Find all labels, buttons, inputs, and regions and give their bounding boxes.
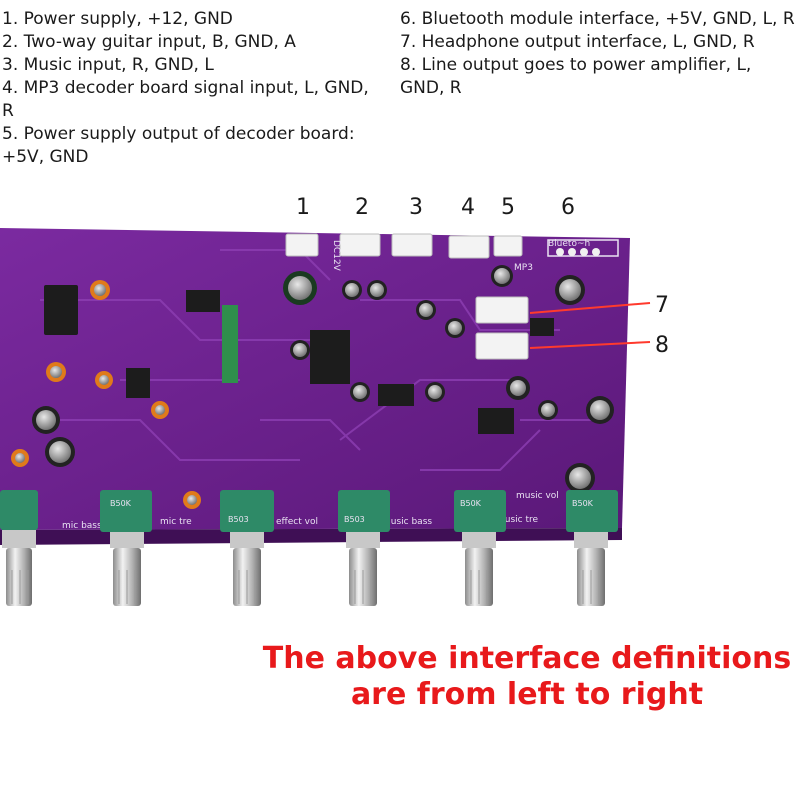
potentiometer-4: B503 bbox=[338, 490, 390, 606]
connector-7 bbox=[475, 296, 529, 324]
regulator bbox=[310, 330, 350, 384]
number-5: 5 bbox=[501, 195, 515, 220]
pot-label: B50K bbox=[110, 499, 132, 508]
potentiometer-1 bbox=[0, 490, 38, 606]
mic-tre-label: mic tre bbox=[160, 517, 192, 527]
potentiometer-3: B503 bbox=[220, 490, 274, 606]
ic-chip bbox=[378, 384, 414, 406]
bluetooth-label: Blueto~h bbox=[548, 239, 590, 249]
connector-numbers: 1 2 3 4 5 6 7 8 bbox=[296, 195, 669, 358]
number-1: 1 bbox=[296, 195, 310, 220]
number-3: 3 bbox=[409, 195, 423, 220]
shaft-knurls bbox=[11, 570, 600, 604]
capacitors bbox=[11, 265, 614, 509]
ic-chip bbox=[126, 368, 150, 398]
number-2: 2 bbox=[355, 195, 369, 220]
potentiometer-2: B50K bbox=[100, 490, 152, 606]
legend-item-4: 4. MP3 decoder board signal input, L, GN… bbox=[2, 78, 369, 121]
music-bass-label: music bass bbox=[382, 517, 432, 527]
pointer-7 bbox=[529, 302, 651, 314]
number-7: 7 bbox=[655, 293, 669, 318]
legend-item-3: 3. Music input, R, GND, L bbox=[2, 55, 214, 75]
connector-4 bbox=[448, 235, 490, 259]
number-4: 4 bbox=[461, 195, 475, 220]
number-8: 8 bbox=[655, 333, 669, 358]
connector-6 bbox=[547, 239, 619, 257]
ic-chip bbox=[44, 285, 78, 335]
pot-label: B50K bbox=[572, 499, 594, 508]
legend-item-2: 2. Two-way guitar input, B, GND, A bbox=[2, 32, 296, 52]
potentiometer-5: B50K bbox=[454, 490, 506, 606]
mp3-label: MP3 bbox=[514, 263, 533, 273]
ic-chip bbox=[186, 290, 220, 312]
legend-item-6: 6. Bluetooth module interface, +5V, GND,… bbox=[400, 9, 795, 29]
connector-8 bbox=[475, 332, 529, 360]
dc12v-label: DC12V bbox=[331, 240, 341, 272]
legend-item-8: 8. Line output goes to power amplifier, … bbox=[400, 55, 752, 98]
legend-item-7: 7. Headphone output interface, L, GND, R bbox=[400, 32, 755, 52]
connector-5 bbox=[493, 235, 523, 257]
ic-chip bbox=[478, 408, 514, 434]
connector-3 bbox=[391, 233, 433, 257]
connector-1 bbox=[285, 233, 319, 257]
music-tre-label: music tre bbox=[496, 515, 539, 525]
number-6: 6 bbox=[561, 195, 575, 220]
legend-right: 6. Bluetooth module interface, +5V, GND,… bbox=[400, 8, 795, 100]
potentiometer-6: B50K bbox=[566, 490, 618, 606]
effect-vol-label: effect vol bbox=[276, 517, 318, 527]
green-module bbox=[222, 305, 238, 383]
music-vol-label: music vol bbox=[516, 491, 559, 501]
pot-label: B50K bbox=[460, 499, 482, 508]
pot-label: B503 bbox=[344, 515, 365, 524]
caption-line-2: are from left to right bbox=[350, 677, 704, 712]
pointer-8 bbox=[529, 341, 651, 349]
legend-item-1: 1. Power supply, +12, GND bbox=[2, 9, 233, 29]
ic-chip bbox=[530, 318, 554, 336]
legend-item-5: 5. Power supply output of decoder board:… bbox=[2, 124, 355, 167]
pot-label: B503 bbox=[228, 515, 249, 524]
connector-2 bbox=[339, 233, 381, 257]
legend-left: 1. Power supply, +12, GND 2. Two-way gui… bbox=[2, 8, 372, 169]
mic-bass-label: mic bass bbox=[62, 521, 102, 531]
caption-line-1: The above interface definitions bbox=[262, 641, 792, 676]
